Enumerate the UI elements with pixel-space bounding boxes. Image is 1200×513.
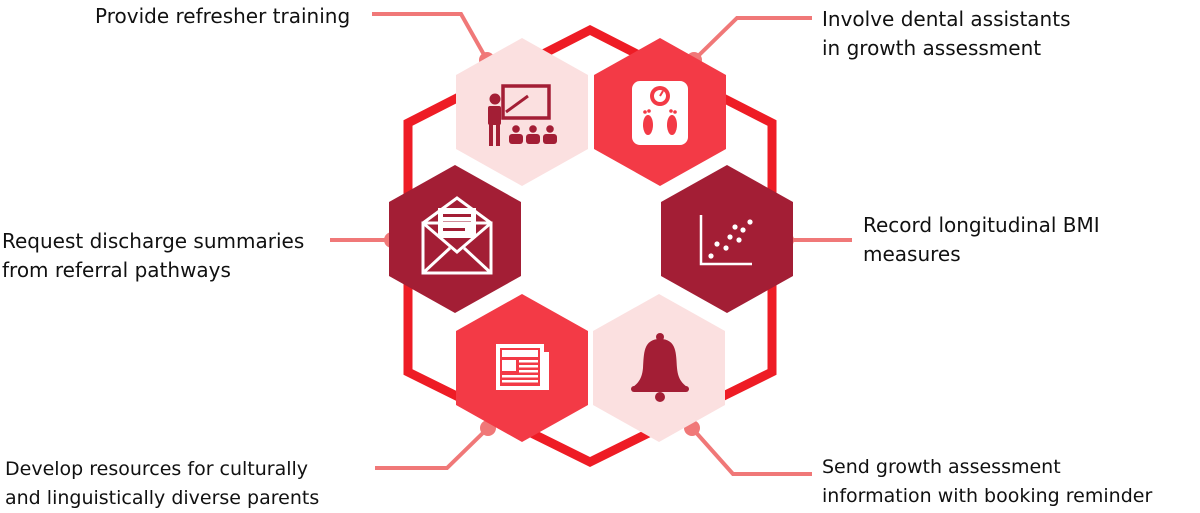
label-discharge-line-1: Request discharge summaries [2,229,305,253]
label-training-line-1: Provide refresher training [95,4,351,28]
label-bmi-line-2: measures [863,242,961,266]
hex-training [456,38,588,186]
scale-icon [632,81,688,145]
hex-discharge [389,165,521,313]
label-resources: Develop resources for culturally and lin… [5,455,319,513]
connector-dental [686,16,812,68]
label-reminder-line-2: information with booking reminder [822,485,1153,507]
label-resources-line-1: Develop resources for culturally [5,458,309,480]
label-bmi-line-1: Record longitudinal BMI [863,213,1100,237]
mail-icon [421,196,493,275]
label-discharge: Request discharge summaries from referra… [2,227,304,285]
hex-bmi [661,165,793,313]
label-reminder: Send growth assessment information with … [822,453,1152,511]
label-dental-line-1: Involve dental assistants [822,7,1071,31]
bell-icon [631,333,689,402]
label-discharge-line-2: from referral pathways [2,258,231,282]
label-bmi: Record longitudinal BMI measures [863,211,1100,269]
label-dental: Involve dental assistants in growth asse… [822,5,1071,63]
connector-training [372,12,495,68]
newspaper-icon [496,344,549,390]
label-training: Provide refresher training [95,2,350,31]
scatter-plot-icon [699,215,753,266]
presentation-icon [488,84,557,146]
label-reminder-line-1: Send growth assessment [822,456,1061,478]
outline-hexagon [403,24,777,468]
label-resources-line-2: and linguistically diverse parents [5,487,320,509]
connector-reminder [684,420,812,476]
label-dental-line-2: in growth assessment [822,36,1042,60]
connector-resources [375,420,496,470]
